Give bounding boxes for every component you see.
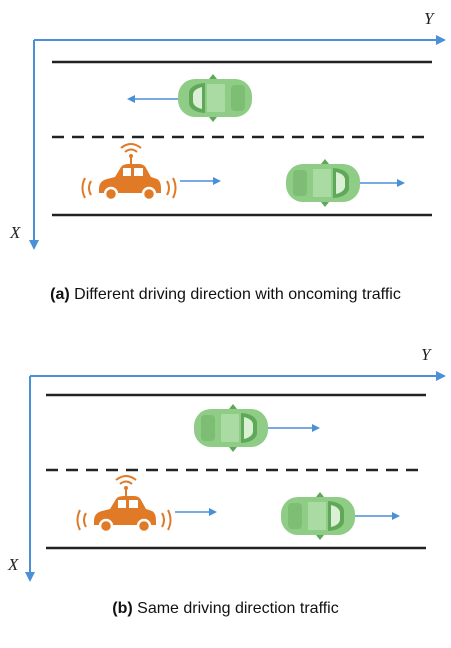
caption-tag: (b) bbox=[112, 600, 133, 617]
diagram-panel-a: Y X bbox=[0, 9, 451, 306]
figure-caption-a: (a) Different driving direction with onc… bbox=[0, 284, 451, 306]
caption-text: Different driving direction with oncomin… bbox=[69, 286, 401, 303]
caption-text: Same driving direction traffic bbox=[132, 600, 339, 617]
car-topview-icon bbox=[286, 159, 360, 207]
ego-motion-arrowhead bbox=[209, 508, 217, 516]
figure-caption-b: (b) Same driving direction traffic bbox=[0, 598, 451, 620]
motion-arrowhead bbox=[312, 424, 320, 432]
autonomous-car-icon bbox=[76, 474, 172, 534]
car-topview-icon bbox=[194, 404, 268, 452]
motion-arrowhead bbox=[397, 179, 405, 187]
road-diagram-a: Y X bbox=[9, 9, 446, 250]
autonomous-car-icon bbox=[81, 142, 177, 202]
x-axis-arrowhead bbox=[25, 572, 35, 582]
ego-motion-arrowhead bbox=[213, 177, 221, 185]
y-axis-label: Y bbox=[421, 345, 432, 364]
y-axis-arrowhead bbox=[436, 35, 446, 45]
diagram-panel-b: Y X (b) Same driving direction traffic bbox=[0, 340, 451, 648]
x-axis-arrowhead bbox=[29, 240, 39, 250]
x-axis-label: X bbox=[7, 555, 19, 574]
y-axis-arrowhead bbox=[436, 371, 446, 381]
car-topview-icon bbox=[178, 74, 252, 122]
motion-arrowhead bbox=[392, 512, 400, 520]
caption-tag: (a) bbox=[50, 286, 70, 303]
car-topview-icon bbox=[281, 492, 355, 540]
x-axis-label: X bbox=[9, 223, 21, 242]
road-diagram-b: Y X bbox=[7, 345, 446, 582]
y-axis-label: Y bbox=[424, 9, 435, 28]
motion-arrowhead bbox=[127, 95, 135, 103]
